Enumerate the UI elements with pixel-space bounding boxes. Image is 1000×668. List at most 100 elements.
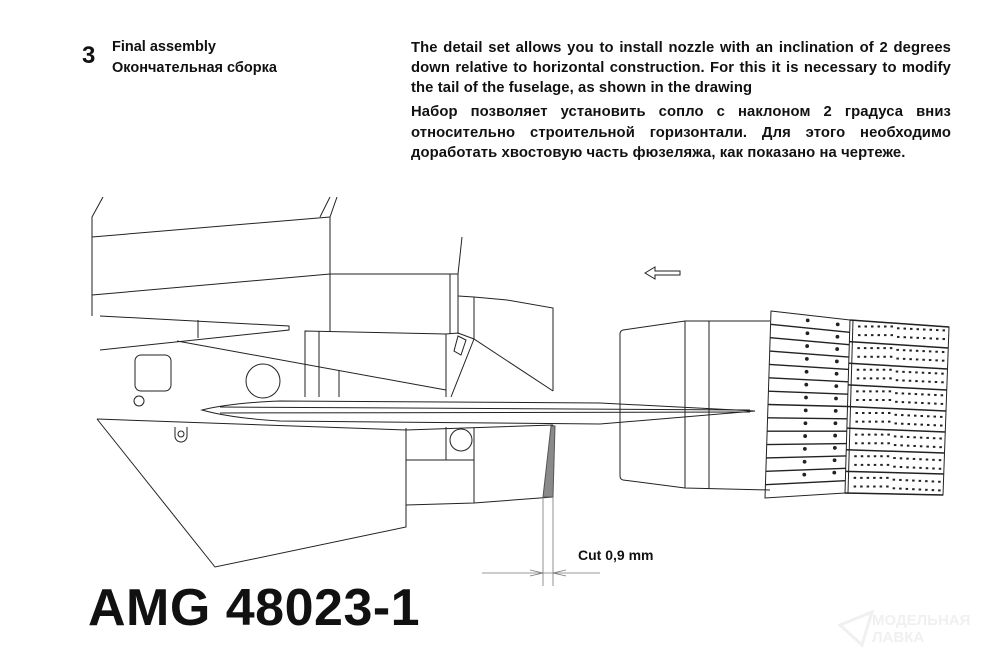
rivet-dot: [889, 377, 892, 380]
rivet-dot: [906, 457, 909, 460]
rivet-dot: [888, 390, 892, 393]
rivet-dot: [938, 489, 941, 492]
rivet-dot: [923, 328, 926, 331]
rivet: [832, 470, 837, 475]
rivet-dot: [935, 350, 938, 353]
rivet-dot: [908, 379, 912, 382]
rivet-dot: [884, 325, 887, 328]
rivet-dot: [880, 455, 883, 458]
rivet-dot: [912, 488, 915, 491]
rivet: [832, 458, 837, 463]
rivet-dot: [870, 355, 873, 358]
rivet-dot: [882, 399, 885, 402]
rivet-dot: [887, 442, 890, 445]
rivet: [804, 395, 808, 400]
rivet: [804, 382, 809, 387]
rivet-dot: [910, 336, 913, 339]
rivet-dot: [901, 414, 904, 417]
rivet-dot: [903, 336, 906, 339]
rivet: [803, 408, 808, 413]
rivet-dot: [905, 487, 909, 490]
rivet-dot: [942, 338, 945, 341]
rivet-dot: [869, 390, 872, 393]
watermark-line2: ЛАВКА: [872, 629, 925, 646]
rivet-dot: [853, 476, 857, 479]
cut-label: Cut 0,9 mm: [578, 547, 654, 563]
rivet-dot: [914, 393, 918, 396]
rivet-dot: [880, 433, 884, 436]
rivet: [834, 371, 839, 376]
rivet-dot: [882, 368, 886, 371]
rivet-dot: [883, 347, 886, 350]
rivet-dot: [889, 355, 893, 358]
flap-line: [846, 449, 945, 454]
description-ru: Набор позволяет установить сопло с накло…: [411, 104, 951, 161]
rivet-dot: [913, 436, 916, 439]
rivet-dot: [926, 445, 929, 448]
rivet-dot: [858, 325, 861, 328]
rivet-dot: [919, 458, 922, 461]
rivet-dot: [929, 328, 932, 331]
cut-area: [542, 425, 556, 498]
ventral-fin: [96, 418, 554, 568]
rivet-dot: [925, 458, 929, 461]
rivet-dot: [861, 442, 864, 445]
rivet-dot: [886, 463, 890, 466]
rivet-dot: [906, 466, 909, 469]
rivet-dot: [938, 467, 942, 470]
rivet-dot: [915, 349, 919, 352]
rivet-dot: [936, 329, 939, 332]
rivet-dot: [927, 402, 931, 405]
rivet-dot: [942, 329, 945, 332]
rivet-dot: [873, 476, 876, 479]
rivet-dot: [897, 335, 900, 338]
rivet-dot: [881, 420, 884, 423]
rivet: [835, 334, 840, 339]
rivet-dot: [875, 390, 879, 393]
rivet: [805, 318, 810, 323]
rivet-dot: [934, 380, 938, 383]
rivet-dot: [884, 334, 887, 337]
rivet-dot: [869, 399, 872, 402]
rivet-dot: [921, 380, 925, 383]
rivet: [834, 359, 839, 364]
rivet-dot: [888, 420, 891, 423]
rivet: [802, 459, 807, 464]
rivet-dot: [855, 411, 858, 414]
petal-line: [768, 390, 848, 395]
rivet-dot: [912, 466, 916, 469]
rivet-dot: [933, 424, 936, 427]
rivet-dot: [854, 463, 857, 466]
rivet-dot: [934, 372, 938, 375]
rivet-dot: [940, 394, 944, 397]
rivet-dot: [873, 463, 877, 466]
rivet-dot: [922, 358, 925, 361]
rivet-dot: [863, 355, 867, 358]
rivet: [833, 408, 838, 413]
petal-line: [768, 377, 849, 383]
watermark-line1: МОДЕЛЬНАЯ: [872, 612, 971, 629]
rivet-dot: [941, 351, 945, 354]
rivet-dot: [903, 327, 906, 330]
rivet-dot: [863, 377, 866, 380]
rivet: [805, 331, 810, 336]
rivet-dot: [858, 334, 861, 337]
arrow-left-icon: [644, 266, 681, 280]
rivet-dot: [888, 411, 891, 414]
step-title-ru: Окончательная сборка: [112, 60, 277, 76]
rivet-dot: [876, 347, 880, 350]
rivet-dot: [860, 476, 863, 479]
rivet-dot: [899, 465, 903, 468]
rivet: [835, 347, 840, 351]
flap-line: [847, 405, 947, 412]
rivet-dot: [925, 467, 929, 470]
rivet-dot: [866, 485, 870, 488]
rivet-dot: [909, 358, 912, 361]
rivet-dot: [908, 401, 911, 404]
rivet-dot: [908, 371, 912, 374]
rivet-dot: [916, 328, 919, 331]
rivet-dot: [886, 476, 889, 479]
rivet: [832, 446, 837, 450]
rivet-dot: [941, 372, 944, 375]
